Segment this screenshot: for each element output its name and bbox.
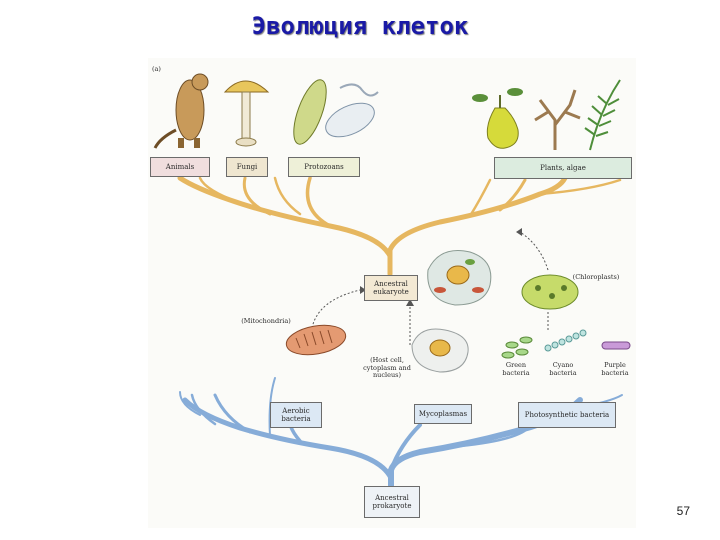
photosynthetic-bacteria-box: Photosynthetic bacteria xyxy=(518,402,616,428)
chloroplast-illustration xyxy=(521,274,579,310)
cyano-bacteria-label: Cyano bacteria xyxy=(549,361,577,377)
fern-illustration xyxy=(584,79,621,151)
ancestral-eukaryote-box: Ancestral eukaryote xyxy=(364,275,418,301)
algae-illustration xyxy=(534,89,581,150)
protozoa-illustration xyxy=(293,79,379,145)
eukaryote-cell-illustration xyxy=(427,250,492,306)
host-cell-illustration xyxy=(411,328,469,373)
animal-illustration xyxy=(153,73,209,149)
figure-label: (a) xyxy=(152,65,161,73)
cyano-bacteria-illustration xyxy=(544,329,587,352)
purple-bacteria-illustration xyxy=(601,341,631,350)
chloroplasts-label: (Chloroplasts) xyxy=(572,273,620,281)
mycoplasmas-box: Mycoplasmas xyxy=(414,404,472,424)
page-number: 57 xyxy=(676,504,690,518)
pear-illustration xyxy=(472,88,523,149)
aerobic-bacteria-box: Aerobic bacteria xyxy=(270,402,322,428)
mitochondria-label: (Mitochondria) xyxy=(241,317,291,325)
purple-bacteria-label: Purple bacteria xyxy=(601,361,629,377)
slide-title: Эволюция клеток xyxy=(251,12,469,40)
mitochondria-illustration xyxy=(285,324,347,356)
eukaryote-tree xyxy=(177,175,622,277)
fungi-illustration xyxy=(223,80,270,147)
plants-box: Plants, algae xyxy=(494,157,632,179)
ancestral-prokaryote-box: Ancestral prokaryote xyxy=(364,486,420,518)
green-bacteria-illustration xyxy=(501,336,533,359)
prokaryote-tree xyxy=(179,377,623,495)
endosymbiosis-arrows xyxy=(311,231,549,345)
protozoans-box: Protozoans xyxy=(288,157,360,177)
host-cell-label: (Host cell, cytoplasm and nucleus) xyxy=(363,356,411,379)
fungi-box: Fungi xyxy=(226,157,268,177)
animals-box: Animals xyxy=(150,157,210,177)
arrow-heads xyxy=(360,228,522,306)
green-bacteria-label: Green bacteria xyxy=(502,361,530,377)
